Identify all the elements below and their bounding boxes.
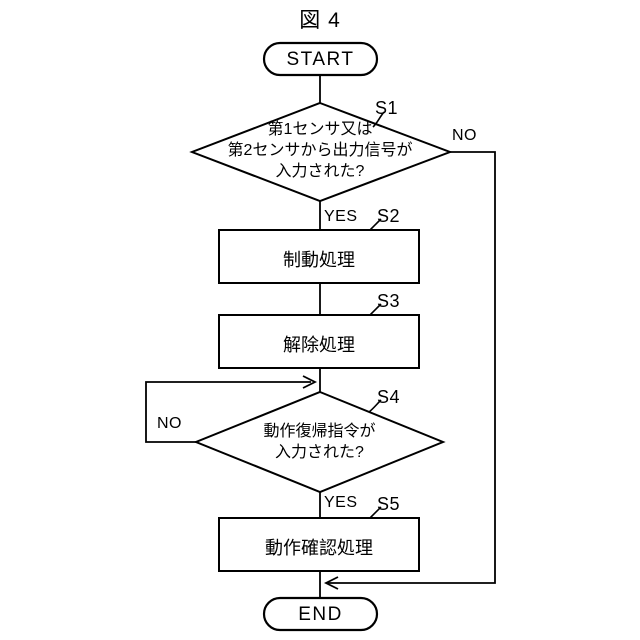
s4-no-branch-label: NO (157, 415, 182, 432)
s1-no-branch-label: NO (452, 127, 477, 144)
s1-step-ref: S1 (375, 98, 399, 118)
arrowhead-no-into-end (323, 576, 339, 590)
s5-process-shape (218, 517, 420, 572)
start-terminator-label: START (286, 49, 355, 70)
s3-process-shape (218, 314, 420, 369)
s5-leader-line (369, 506, 382, 519)
s2-process-label: 制動処理 (283, 250, 355, 270)
s5-step-ref: S5 (377, 494, 401, 514)
s1-leader-line (372, 111, 385, 128)
figure-title: 図 4 (299, 9, 341, 32)
s1-yes-branch-label: YES (324, 208, 358, 225)
s4-decision-label: 動作復帰指令が 入力された? (263, 423, 376, 461)
s2-step-ref: S2 (377, 206, 401, 226)
connector-s1-no-to-end (328, 151, 496, 584)
s5-process-label: 動作確認処理 (265, 538, 373, 558)
s3-leader-line (369, 303, 382, 316)
s3-process-label: 解除処理 (283, 335, 355, 355)
s3-step-ref: S3 (377, 291, 401, 311)
s4-leader-line (368, 399, 382, 413)
s2-process-shape (218, 229, 420, 284)
s2-leader-line (369, 218, 382, 231)
s4-yes-branch-label: YES (324, 494, 358, 511)
connector-s4-no-loop (145, 381, 311, 443)
arrowhead-no-loop (302, 375, 318, 389)
end-terminator-shape (262, 596, 379, 632)
end-terminator-label: END (298, 604, 343, 625)
s4-step-ref: S4 (377, 387, 401, 407)
s1-decision-label: 第1センサ又は 第2センサから出力信号が 入力された? (227, 121, 413, 180)
